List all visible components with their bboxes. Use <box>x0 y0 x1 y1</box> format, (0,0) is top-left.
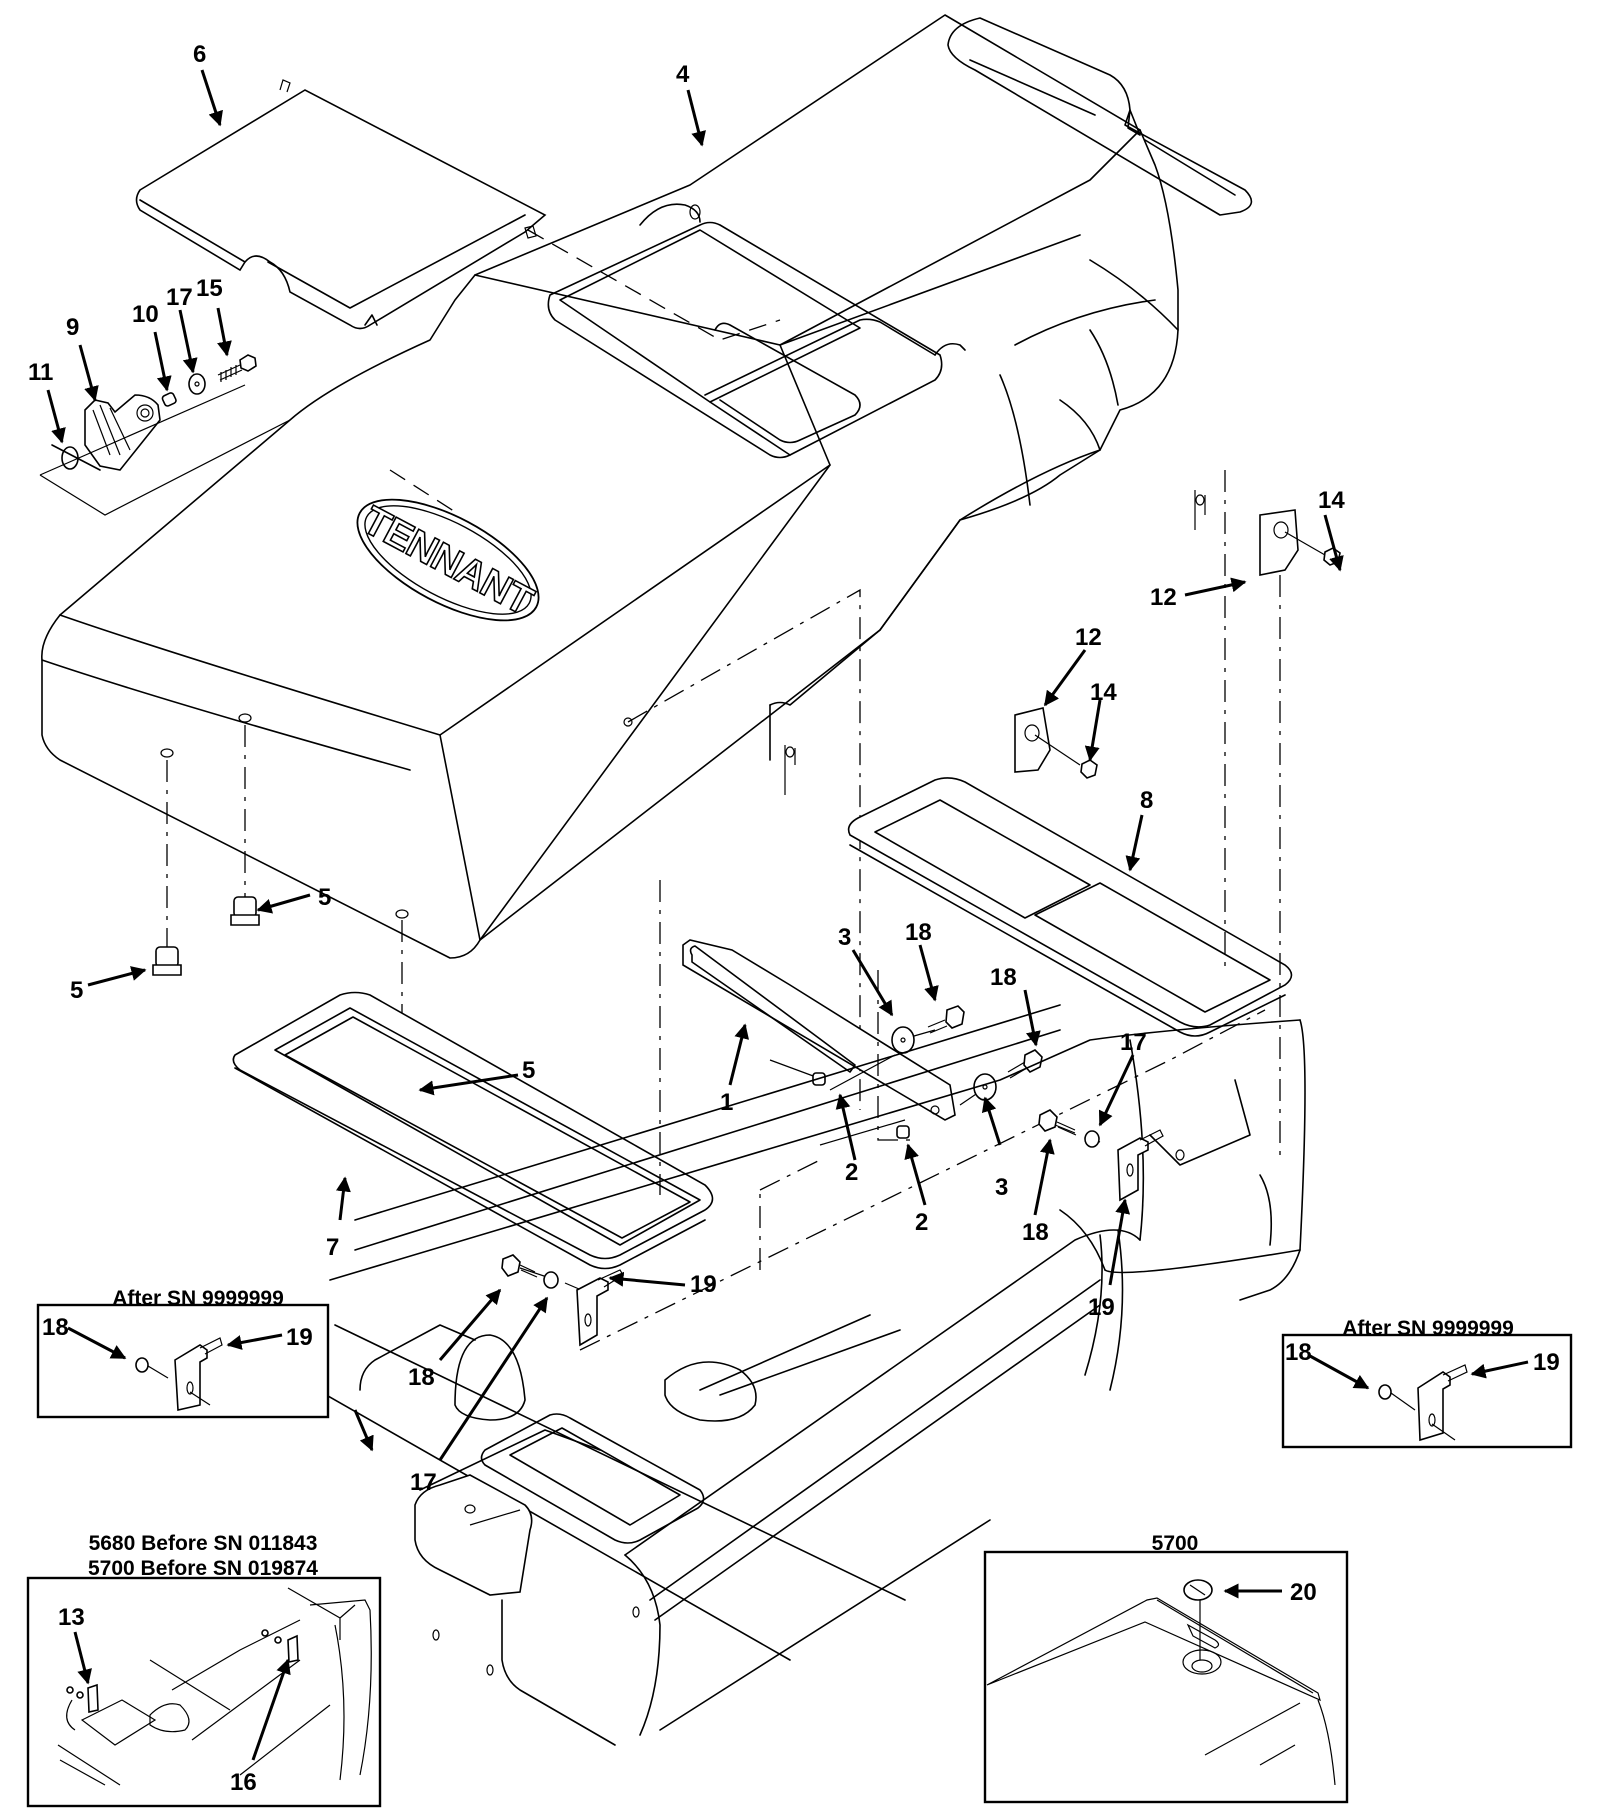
callout-7: 7 <box>326 1234 339 1261</box>
callout-4: 4 <box>676 61 690 88</box>
callout-14-front: 14 <box>1090 679 1117 706</box>
inset-5700: 5700 20 <box>983 1532 1349 1804</box>
callout-19-right: 19 <box>1088 1294 1115 1321</box>
inset-right-callout-19: 19 <box>1533 1349 1560 1376</box>
inset-before-sn: 5680 Before SN 011843 5700 Before SN 019… <box>26 1532 382 1808</box>
callout-12-rear: 12 <box>1150 584 1177 611</box>
inset-after-sn-left: After SN 9999999 18 19 <box>36 1287 330 1419</box>
callout-17-left: 17 <box>410 1469 437 1496</box>
inset-5700-callout-20: 20 <box>1290 1579 1317 1606</box>
callout-17-right: 17 <box>1120 1029 1147 1056</box>
inset-left-callout-19: 19 <box>286 1324 313 1351</box>
callout-14-rear: 14 <box>1318 487 1345 514</box>
callout-18-arm-lower: 18 <box>990 964 1017 991</box>
support-arm <box>682 939 956 1121</box>
callout-5-left: 5 <box>70 977 83 1004</box>
callout-17-latch: 17 <box>166 284 193 311</box>
inset-before-title-line1: 5680 Before SN 011843 <box>89 1532 318 1555</box>
callout-3-lower: 3 <box>995 1174 1008 1201</box>
callout-2-right: 2 <box>915 1209 928 1236</box>
inset-before-callout-13: 13 <box>58 1604 85 1631</box>
callout-labels: 6 4 9 10 17 15 11 14 12 12 14 8 5 5 5 1 … <box>28 41 1345 1496</box>
front-gasket <box>232 880 714 1270</box>
callout-11: 11 <box>28 359 53 386</box>
pin-brackets <box>501 1109 1164 1347</box>
rear-gasket <box>847 470 1293 1160</box>
hood-cover <box>41 14 1253 1110</box>
latch-assembly <box>39 354 291 516</box>
machine-body <box>299 1004 1306 1746</box>
tennant-logo: TENNANT <box>355 497 540 624</box>
hinge-brackets <box>1014 509 1341 779</box>
callout-10: 10 <box>132 301 159 328</box>
callout-8: 8 <box>1140 787 1153 814</box>
callout-15: 15 <box>196 275 223 302</box>
access-lid <box>135 79 547 330</box>
callout-18-arm-upper: 18 <box>905 919 932 946</box>
callout-arrows <box>46 69 1344 1461</box>
callout-3-upper: 3 <box>838 924 851 951</box>
callout-18-right: 18 <box>1022 1219 1049 1246</box>
inset-after-sn-right: After SN 9999999 18 19 <box>1281 1317 1573 1449</box>
callout-19-left: 19 <box>690 1271 717 1298</box>
callout-5-upper: 5 <box>318 884 331 911</box>
callout-12-front: 12 <box>1075 624 1102 651</box>
callout-9: 9 <box>66 314 79 341</box>
inset-left-callout-18: 18 <box>42 1314 69 1341</box>
callout-2-left: 2 <box>845 1159 858 1186</box>
callout-18-left: 18 <box>408 1364 435 1391</box>
callout-1: 1 <box>720 1089 733 1116</box>
inset-before-callout-16: 16 <box>230 1769 257 1796</box>
inset-5700-title: 5700 <box>1152 1532 1199 1555</box>
callout-6: 6 <box>193 41 206 68</box>
inset-right-callout-18: 18 <box>1285 1339 1312 1366</box>
inset-before-title-line2: 5700 Before SN 019874 <box>88 1557 318 1580</box>
callout-5-frame: 5 <box>522 1057 535 1084</box>
